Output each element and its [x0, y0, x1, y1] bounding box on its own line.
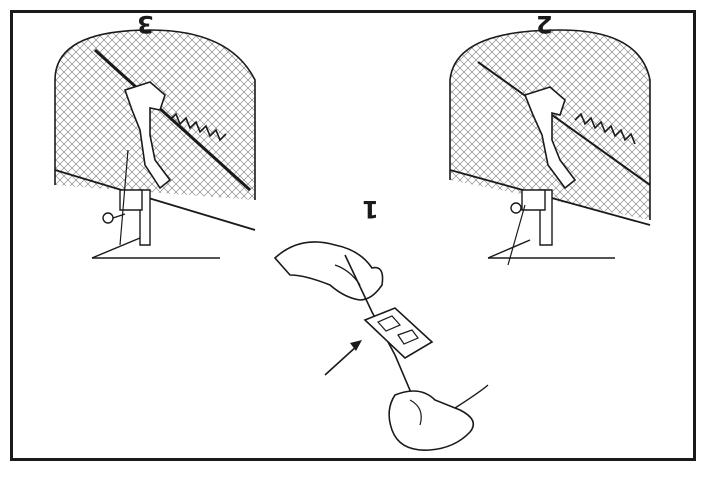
pointer-arrow: [325, 345, 358, 375]
presser-foot: [365, 308, 432, 358]
step-label-1: 1: [362, 197, 379, 221]
hand-upper: [275, 242, 383, 300]
step-label-3: 3: [137, 12, 154, 36]
panel-1-illustration: [275, 242, 488, 450]
thread-guide-knob: [103, 213, 113, 223]
panel-3-illustration: [55, 30, 255, 258]
panel-2-illustration: [450, 30, 650, 265]
thread-guide-knob: [511, 203, 521, 213]
hand-lower: [389, 391, 473, 450]
step-label-2: 2: [536, 12, 553, 36]
